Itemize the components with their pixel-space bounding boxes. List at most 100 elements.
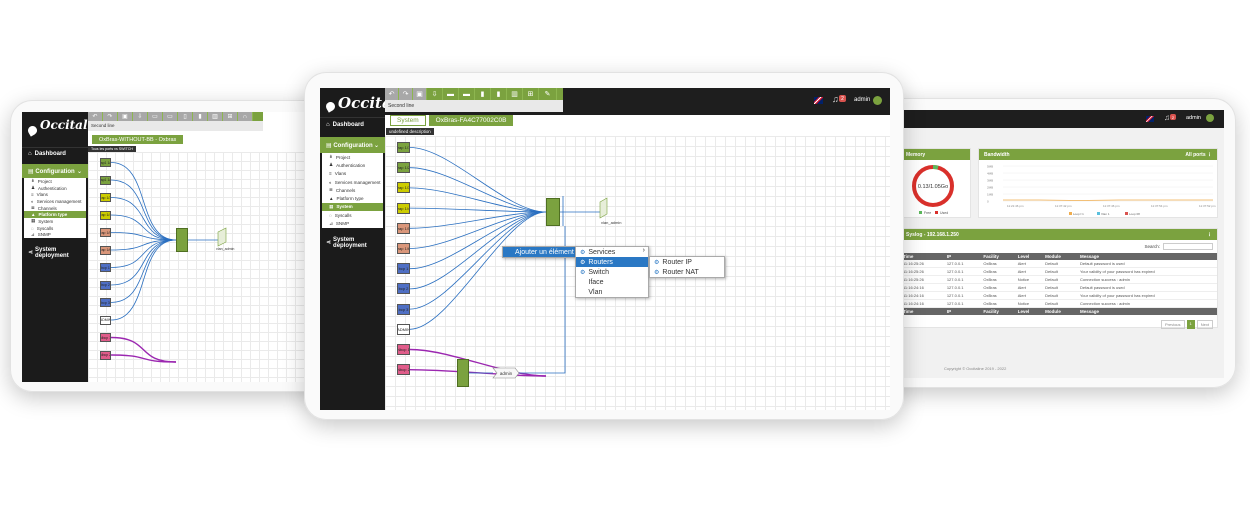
bell-icon[interactable]: ♫ [1164, 113, 1170, 122]
switch-node[interactable] [176, 228, 188, 252]
column-header[interactable]: Module [1043, 253, 1078, 260]
column-header[interactable]: Facility [981, 253, 1016, 260]
context-menu-item[interactable]: ⚙Iface [588, 278, 604, 286]
tool-headset-icon[interactable]: ∩ [238, 112, 253, 121]
tool-center-icon[interactable]: ⊞ [223, 112, 238, 121]
sidebar-item-channels[interactable]: ≣Channels [31, 205, 57, 211]
sidebar-item-services-management[interactable]: ◐Services management [31, 198, 82, 204]
sidebar-item-platform-type[interactable]: ▲Platform type [24, 211, 86, 219]
sidebar-item-channels[interactable]: ≣Channels [329, 187, 356, 193]
sidebar-item-system[interactable]: ▦System [31, 218, 54, 224]
sidebar-item-project[interactable]: ⋔Project [31, 178, 52, 184]
port-node[interactable]: ADMIN [100, 315, 111, 325]
search-input[interactable] [1163, 243, 1213, 250]
sidebar-item-deployment[interactable]: ⋖System deployment [326, 236, 367, 249]
sidebar-item-platform-type[interactable]: ▲Platform type [329, 196, 364, 202]
avatar[interactable] [1206, 114, 1214, 122]
tool-export-icon[interactable]: ⇩ [427, 88, 443, 100]
context-menu-item[interactable]: ✚Ajouter un élément [503, 247, 575, 257]
sidebar-item-dashboard[interactable]: ⌂Dashboard [22, 147, 88, 160]
port-node[interactable]: bcp 2 [100, 280, 111, 290]
sidebar-configuration[interactable]: ▤ Configuration⌄ [22, 164, 88, 178]
tool-undo-icon[interactable]: ↶ [385, 88, 399, 100]
tool-redo-icon[interactable]: ↷ [399, 88, 413, 100]
tool-redo-icon[interactable]: ↷ [103, 112, 118, 121]
sidebar-item-authentication[interactable]: ♟Authentication [31, 185, 67, 191]
vlan-shape[interactable] [217, 227, 227, 247]
tool-edit-icon[interactable]: ✎ [539, 88, 557, 100]
context-menu-item[interactable]: ⚙Switch [580, 268, 610, 276]
context-menu-item[interactable]: ⚙Router IP [654, 258, 692, 266]
column-header[interactable]: Time [901, 253, 945, 260]
tool-align-top-icon[interactable]: ▮ [475, 88, 491, 100]
port-node[interactable]: eap 1/4 [397, 202, 410, 214]
port-node[interactable]: ADMIN [397, 323, 410, 335]
context-menu-item[interactable]: ⚙Routers [576, 257, 648, 267]
sidebar-item-system[interactable]: ▦System [322, 202, 383, 212]
port-node[interactable]: bcp 1 [100, 263, 111, 272]
more-vert-icon[interactable]: ⋮ [1207, 231, 1212, 238]
column-header[interactable]: IP [944, 253, 982, 260]
port-node[interactable]: bcp 3 [397, 303, 410, 315]
tool-save-icon[interactable]: ▣ [118, 112, 133, 121]
tool-align-bottom-icon[interactable]: ▮ [491, 88, 507, 100]
port-node[interactable]: Nbcp 2 [397, 364, 410, 376]
pager-next[interactable]: Next [1196, 320, 1213, 329]
tool-export-icon[interactable]: ⇩ [133, 112, 148, 121]
port-node[interactable]: bcp 1 [397, 263, 410, 275]
port-node[interactable]: bcp 3 [100, 298, 111, 307]
port-node[interactable]: eap 1/6 [100, 245, 111, 255]
sidebar-item-snmp[interactable]: ⊿SNMP [31, 231, 51, 238]
tab-system[interactable]: System [390, 115, 426, 126]
sidebar-item-snmp[interactable]: ⊿SNMP [329, 220, 350, 227]
pager-page[interactable]: 1 [1186, 320, 1195, 329]
port-node[interactable]: Nbcp 2 [100, 350, 111, 360]
context-menu-item[interactable]: ⚙Services› [580, 247, 645, 256]
column-header[interactable]: Level [1015, 253, 1044, 260]
port-node[interactable]: eap 1/4 [100, 210, 111, 220]
context-menu-item[interactable]: ⚙Router NAT [654, 268, 699, 276]
port-node[interactable]: Nbcp 1 [100, 333, 111, 342]
tool-align-right-icon[interactable]: ▭ [163, 112, 178, 121]
context-menu-item[interactable]: ⚙Vlan [588, 288, 603, 296]
tool-save-icon[interactable]: ▣ [413, 88, 427, 100]
sidebar-item-vlans[interactable]: ≡Vlans [329, 171, 347, 177]
tool-align-left-icon[interactable]: ▭ [148, 112, 163, 121]
more-vert-icon[interactable]: ⋮ [1207, 151, 1212, 158]
pager-prev[interactable]: Previous [1160, 320, 1185, 329]
port-node[interactable]: bcp 2 [397, 283, 410, 295]
sidebar-item-deployment[interactable]: ⋖System deployment [28, 246, 69, 259]
sidebar-item-authentication[interactable]: ♟Authentication [329, 162, 366, 168]
port-node[interactable]: eap 1/1 [397, 142, 410, 153]
tool-undo-icon[interactable]: ↶ [88, 112, 103, 121]
port-node[interactable]: eap 1/5 [100, 228, 111, 237]
tool-align-left-icon[interactable]: ▬ [443, 88, 459, 100]
port-node[interactable]: eap 1/3 [397, 182, 410, 194]
port-node[interactable]: eap 1/3 [100, 193, 111, 202]
sidebar-item-syscalls[interactable]: ◌Syscalls [329, 212, 352, 218]
sidebar-item-vlans[interactable]: ≡Vlans [31, 192, 48, 198]
port-node[interactable]: eap 1/2 [397, 162, 410, 174]
tool-distribute-icon[interactable]: ▥ [208, 112, 223, 121]
avatar[interactable] [873, 96, 882, 105]
bell-icon[interactable]: ♫ [832, 94, 839, 104]
tab-oxbras[interactable]: OxBras-WITHOUT-BB - Oxbras [92, 135, 184, 144]
flag-uk-icon[interactable] [814, 97, 823, 104]
port-node[interactable]: eap 1/6 [397, 243, 410, 254]
tool-center-icon[interactable]: ⊞ [523, 88, 539, 100]
switch-node-2[interactable] [457, 359, 469, 387]
tool-distribute-icon[interactable]: ▥ [507, 88, 523, 100]
sidebar-configuration[interactable]: ▤ Configuration⌄ [320, 137, 385, 153]
tool-align-right-icon[interactable]: ▬ [459, 88, 475, 100]
port-node[interactable]: Nbcp 1 [397, 344, 410, 355]
user-name[interactable]: admin [854, 97, 871, 103]
flag-uk-icon[interactable] [1146, 116, 1154, 122]
switch-node[interactable] [546, 198, 560, 226]
sidebar-item-syscalls[interactable]: ◌Syscalls [31, 225, 54, 231]
tool-align-bottom-icon[interactable]: ▮ [193, 112, 208, 121]
bandwidth-filter[interactable]: All ports [1185, 151, 1206, 158]
sidebar-item-dashboard[interactable]: ⌂Dashboard [320, 117, 385, 131]
